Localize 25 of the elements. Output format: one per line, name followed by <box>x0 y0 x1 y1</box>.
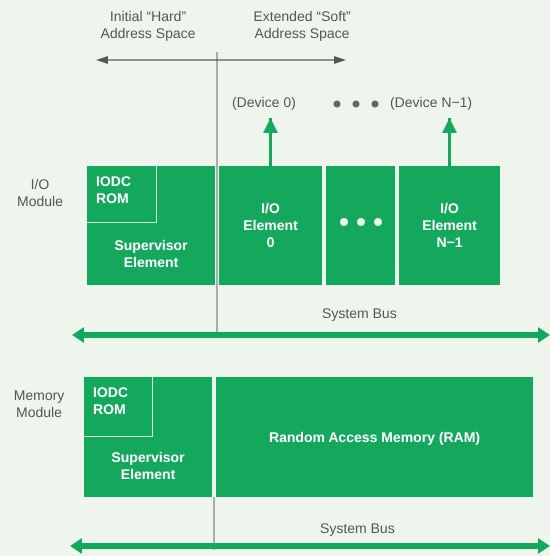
rom-block <box>84 377 153 437</box>
block-label: IODC ROM <box>92 383 129 418</box>
device-label: (Device 0) <box>232 94 320 114</box>
rom-block <box>87 166 157 223</box>
module-label: I/O Module <box>16 176 64 210</box>
arrow <box>442 118 457 166</box>
block-label: IODC ROM <box>95 172 132 207</box>
axis-label: Initial “Hard” Address Space <box>100 8 196 42</box>
supervisor-block <box>84 377 212 497</box>
supervisor-block <box>87 166 215 285</box>
block-label: Supervisor Element <box>113 237 189 271</box>
bus-label: System Bus <box>320 520 395 537</box>
element-block <box>216 377 533 497</box>
block-label: Supervisor Element <box>110 449 186 483</box>
bus-label: System Bus <box>322 305 397 322</box>
element-block <box>219 166 322 285</box>
block-label: Random Access Memory (RAM) <box>268 428 480 446</box>
axis-label: Extended “Soft” Address Space <box>252 8 352 42</box>
arrow <box>263 118 278 166</box>
block-label: I/O Element N−1 <box>421 200 478 251</box>
element-block <box>399 166 500 285</box>
block-label: I/O Element 0 <box>242 200 299 251</box>
module-label: Memory Module <box>12 387 66 421</box>
element-block <box>326 166 395 285</box>
device-label: (Device N−1) <box>390 94 508 114</box>
